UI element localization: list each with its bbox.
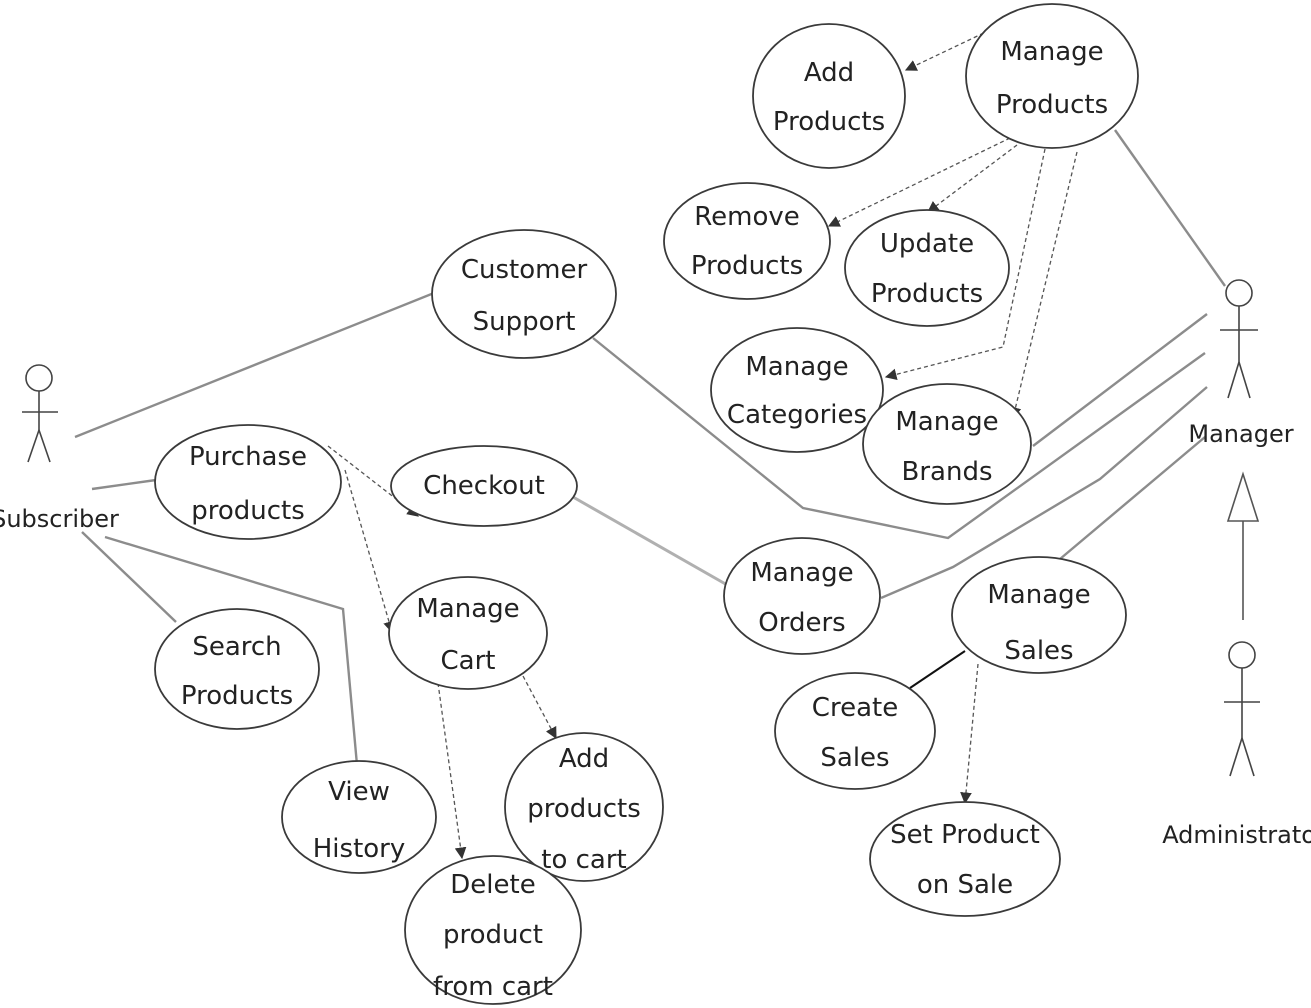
uc-search-products-line1: Search: [192, 632, 281, 662]
uc-manage-sales-line2: Sales: [1004, 636, 1073, 666]
uc-delete-product-line2: product: [443, 920, 543, 950]
uc-add-products-to-cart-line3: to cart: [541, 845, 626, 875]
uc-create-sales-line1: Create: [812, 693, 898, 723]
dep-manage-products-manage-brands: [1009, 151, 1078, 420]
use-case-customer-support[interactable]: Customer Support: [431, 229, 617, 359]
use-case-manage-brands[interactable]: Manage Brands: [862, 383, 1032, 505]
assoc-manage-sales-create-sales: [909, 650, 966, 689]
use-case-purchase-products[interactable]: Purchase products: [154, 424, 342, 540]
use-case-add-products[interactable]: Add Products: [752, 23, 906, 169]
generalization-administrator-to-manager: [1226, 471, 1260, 620]
assoc-manager-manage-brands: [1032, 313, 1208, 447]
use-case-create-sales[interactable]: Create Sales: [774, 672, 936, 790]
uc-purchase-products-line2: products: [191, 496, 305, 526]
stick-figure-icon: [1220, 279, 1258, 399]
uc-manage-categories-line1: Manage: [745, 352, 848, 382]
assoc-subscriber-customer-support: [74, 291, 435, 439]
assoc-manager-customer-support: [592, 337, 1206, 540]
stick-figure-icon: [1224, 641, 1260, 777]
actor-administrator-label: Administrator: [1162, 821, 1311, 849]
dep-purchase-products-manage-cart: [344, 469, 395, 634]
uc-update-products-line2: Products: [871, 279, 983, 309]
uc-manage-cart-line2: Cart: [441, 646, 496, 676]
uc-add-products-line2: Products: [773, 107, 885, 137]
uc-delete-product-line3: from cart: [433, 972, 553, 1002]
uc-manage-cart-line1: Manage: [416, 594, 519, 624]
actor-subscriber-label: Subscriber: [0, 505, 119, 533]
dep-manage-products-add-products: [904, 29, 991, 71]
dep-manage-cart-delete-product: [437, 682, 467, 860]
dep-manage-sales-set-product-on-sale: [960, 663, 979, 805]
uc-customer-support-line2: Support: [473, 307, 576, 337]
uc-manage-products-line2: Products: [996, 90, 1108, 120]
use-case-search-products[interactable]: Search Products: [154, 608, 320, 730]
uc-set-product-on-sale-line2: on Sale: [917, 870, 1013, 900]
uc-customer-support-line1: Customer: [461, 255, 588, 285]
uc-add-products-to-cart-line2: products: [527, 794, 641, 824]
dependency-lines: [327, 29, 1078, 860]
use-case-set-product-on-sale[interactable]: Set Product on Sale: [869, 801, 1061, 917]
uc-manage-sales-line1: Manage: [987, 580, 1090, 610]
assoc-manager-manage-sales: [1059, 436, 1206, 560]
actor-subscriber[interactable]: Subscriber: [0, 364, 119, 533]
use-case-checkout[interactable]: Checkout: [390, 445, 578, 527]
assoc-subscriber-search-products: [81, 531, 177, 623]
uc-manage-categories-line2: Categories: [727, 400, 867, 430]
association-lines: [74, 129, 1226, 766]
dep-manage-cart-add-products-to-cart: [522, 675, 557, 740]
use-case-manage-products[interactable]: Manage Products: [965, 3, 1139, 149]
uc-manage-products-line1: Manage: [1000, 37, 1103, 67]
use-case-add-products-to-cart[interactable]: Add products to cart: [504, 732, 664, 882]
use-case-manage-categories[interactable]: Manage Categories: [710, 327, 884, 453]
uc-manage-brands-line1: Manage: [895, 407, 998, 437]
use-case-update-products[interactable]: Update Products: [844, 209, 1010, 327]
uc-create-sales-line2: Sales: [820, 743, 889, 773]
generalization-arrowhead-icon: [1226, 471, 1260, 522]
actor-administrator[interactable]: Administrator: [1162, 641, 1311, 849]
uc-update-products-line1: Update: [880, 229, 974, 259]
use-case-remove-products[interactable]: Remove Products: [663, 182, 831, 300]
uc-manage-orders-line2: Orders: [758, 608, 845, 638]
uc-add-products-to-cart-line1: Add: [559, 744, 609, 774]
uc-view-history-line2: History: [313, 834, 406, 864]
assoc-manager-manage-products: [1114, 129, 1226, 287]
use-case-manage-orders[interactable]: Manage Orders: [723, 537, 881, 655]
uc-manage-orders-line1: Manage: [750, 558, 853, 588]
uc-manage-brands-line2: Brands: [902, 457, 993, 487]
uc-search-products-line2: Products: [181, 681, 293, 711]
assoc-manager-manage-orders: [880, 386, 1208, 600]
uc-remove-products-line1: Remove: [694, 202, 800, 232]
assoc-subscriber-view-history: [104, 535, 359, 766]
actor-manager-label: Manager: [1188, 420, 1293, 448]
uc-add-products-line1: Add: [804, 58, 854, 88]
use-case-manage-sales[interactable]: Manage Sales: [951, 556, 1127, 674]
assoc-subscriber-purchase-products: [91, 478, 157, 491]
assoc-checkout-manage-orders: [572, 495, 730, 588]
uc-purchase-products-line1: Purchase: [189, 442, 307, 472]
stick-figure-icon: [22, 364, 58, 463]
uc-view-history-line1: View: [328, 777, 390, 807]
uc-delete-product-line1: Delete: [450, 870, 535, 900]
uc-set-product-on-sale-line1: Set Product: [890, 820, 1040, 850]
use-case-view-history[interactable]: View History: [281, 760, 437, 874]
dep-manage-products-update-products: [927, 144, 1018, 213]
dep-purchase-products-checkout: [327, 445, 419, 517]
dep-manage-products-manage-categories: [884, 148, 1046, 381]
use-case-manage-cart[interactable]: Manage Cart: [388, 576, 548, 690]
use-case-delete-product-from-cart[interactable]: Delete product from cart: [404, 855, 582, 1005]
uc-checkout-line1: Checkout: [423, 471, 545, 501]
dep-manage-products-remove-products: [827, 137, 1011, 227]
actor-manager[interactable]: Manager: [1188, 279, 1294, 448]
uc-remove-products-line2: Products: [691, 251, 803, 281]
